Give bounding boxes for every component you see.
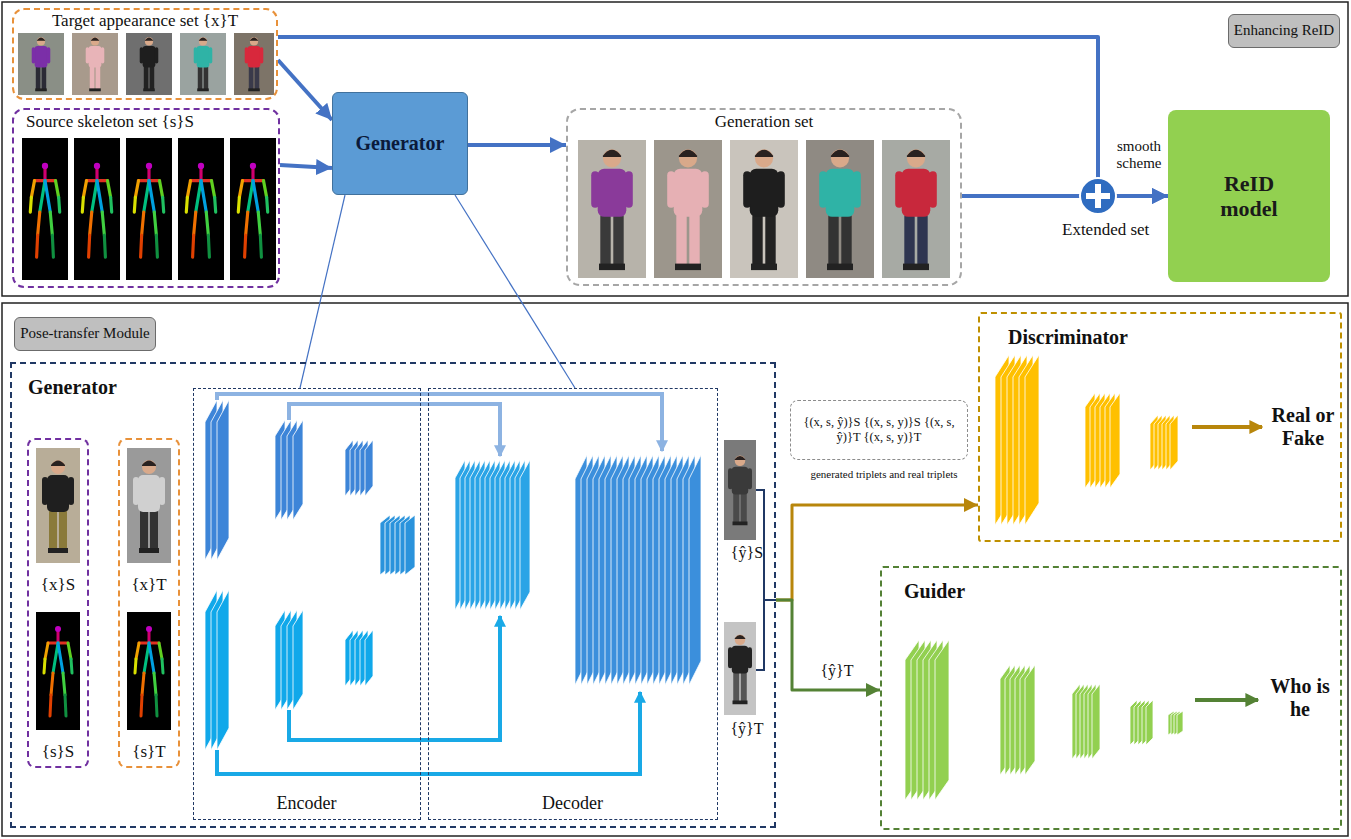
connector	[280, 165, 332, 168]
connector	[278, 60, 332, 120]
node-text: Source skeleton set {s}S	[26, 112, 276, 132]
free-label: Extended set	[1062, 220, 1166, 240]
model-box: ReID model	[1168, 110, 1330, 282]
node-text: {x}T	[120, 575, 178, 595]
discriminator-box: DiscriminatorReal or Fake	[978, 312, 1342, 542]
node-text: Generator	[333, 132, 467, 155]
node-text: Discriminator	[1008, 326, 1228, 349]
node-text: Generation set	[568, 112, 960, 132]
connector	[455, 195, 575, 388]
guider-box: GuiderWho is he	[880, 566, 1342, 830]
edge-label: {ŷ}T	[812, 662, 862, 680]
node-text: Target appearance set {x}T	[14, 11, 276, 31]
module-box: Generator {x}S {s}S {x}T {s}T Encoder Decoder	[10, 362, 776, 828]
section-tag: Enhancing ReID	[1228, 14, 1340, 48]
node-text: Real or Fake	[1270, 404, 1336, 450]
node-text: ReID model	[1196, 171, 1302, 222]
image-set-box: Generation set	[566, 108, 962, 286]
image-set-box: Target appearance set {x}T	[12, 8, 278, 100]
connector	[300, 195, 345, 388]
node-text: {s}T	[120, 742, 178, 762]
node-text: Encoder	[194, 793, 419, 814]
free-label: {ŷ}S	[718, 544, 776, 562]
input-group: {x}T {s}T	[118, 438, 180, 768]
node-text: Decoder	[429, 793, 716, 814]
triplet-box: {(x, s, ŷ)}S {(x, s, y)}S {(x, s, ŷ)}T {…	[790, 400, 968, 460]
connector	[776, 600, 880, 690]
image-set-box: Source skeleton set {s}S	[12, 108, 280, 288]
free-label: smooth scheme	[1110, 138, 1168, 173]
node-text: {s}S	[29, 742, 87, 762]
node-text: Guider	[904, 580, 1104, 603]
node-text: Generator	[28, 376, 178, 399]
encoder-box: Encoder	[193, 388, 421, 820]
generator-box: Generator	[332, 92, 468, 195]
node-text: Pose-transfer Module	[15, 325, 155, 342]
node-text: {(x, s, ŷ)}S {(x, s, y)}S {(x, s, ŷ)}T {…	[797, 415, 961, 444]
connector	[278, 37, 1168, 196]
section-tag: Pose-transfer Module	[14, 317, 156, 351]
node-text: {x}S	[29, 575, 87, 595]
node-text: Enhancing ReID	[1229, 22, 1339, 39]
connector	[468, 143, 566, 147]
node-text: Who is he	[1262, 675, 1338, 721]
input-group: {x}S {s}S	[27, 438, 89, 768]
plus-symbol	[1080, 178, 1116, 214]
decoder-box: Decoder	[428, 388, 718, 820]
edge-label: generated triplets and real triplets	[800, 468, 968, 481]
free-label: {ŷ}T	[718, 720, 776, 738]
